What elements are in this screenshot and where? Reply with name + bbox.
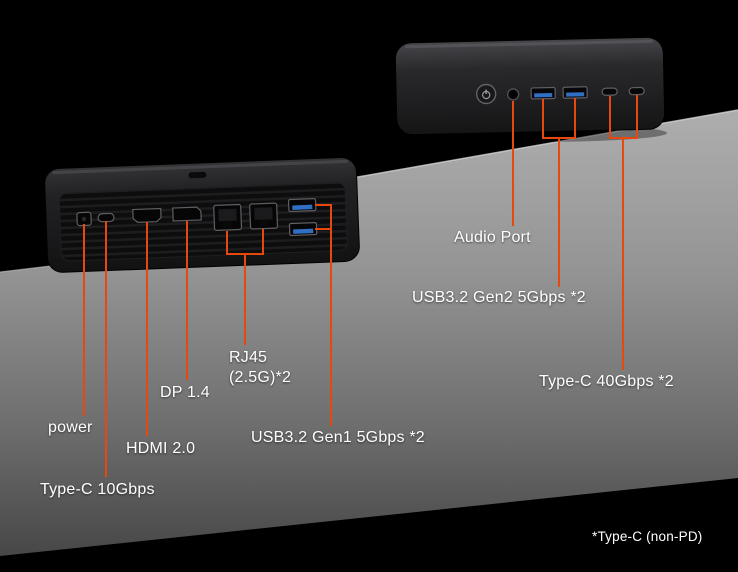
usb-a-port-icon — [562, 86, 588, 99]
usb-c-port-icon — [628, 86, 645, 96]
callout-type-c-40 — [609, 95, 638, 370]
kensington-slot-icon — [188, 171, 207, 179]
dc-power-pin-icon — [81, 216, 87, 222]
label-type-c-40: Type-C 40Gbps *2 — [539, 373, 674, 390]
vent-grille-icon — [58, 182, 348, 262]
device-top-highlight — [52, 159, 349, 175]
rj45-port-icon — [213, 203, 243, 231]
usb-a-port-icon — [530, 86, 556, 100]
callout-lines — [83, 95, 638, 477]
displayport-port-icon — [172, 206, 202, 222]
rj45-port-icon — [249, 202, 279, 230]
label-dp: DP 1.4 — [160, 384, 210, 401]
mini-pc-front-view — [394, 36, 666, 136]
hdmi-port-icon — [132, 207, 162, 224]
label-power: power — [48, 419, 93, 436]
audio-jack-icon — [507, 88, 520, 101]
label-usb-gen1: USB3.2 Gen1 5Gbps *2 — [251, 429, 425, 446]
usb-c-port-icon — [97, 212, 115, 223]
device-top-highlight — [405, 39, 654, 49]
callout-rj45 — [226, 229, 264, 345]
usb-c-port-icon — [601, 87, 618, 96]
usb-a-port-icon — [288, 221, 318, 237]
label-type-c-10: Type-C 10Gbps — [40, 481, 155, 498]
label-rj45: RJ45 (2.5G)*2 — [229, 348, 291, 388]
callout-usb-gen2 — [542, 98, 576, 287]
usb-a-port-icon — [287, 198, 317, 213]
label-hdmi: HDMI 2.0 — [126, 440, 196, 457]
power-button-icon — [475, 83, 497, 105]
mini-pc-rear-view — [44, 157, 360, 273]
footnote-type-c-non-pd: *Type-C (non-PD) — [592, 529, 703, 544]
label-audio: Audio Port — [454, 229, 531, 246]
label-rj45-line2: (2.5G)*2 — [229, 369, 292, 386]
label-usb-gen2: USB3.2 Gen2 5Gbps *2 — [412, 289, 586, 306]
label-rj45-line1: RJ45 — [229, 349, 268, 366]
callout-usb-gen1 — [315, 204, 332, 426]
